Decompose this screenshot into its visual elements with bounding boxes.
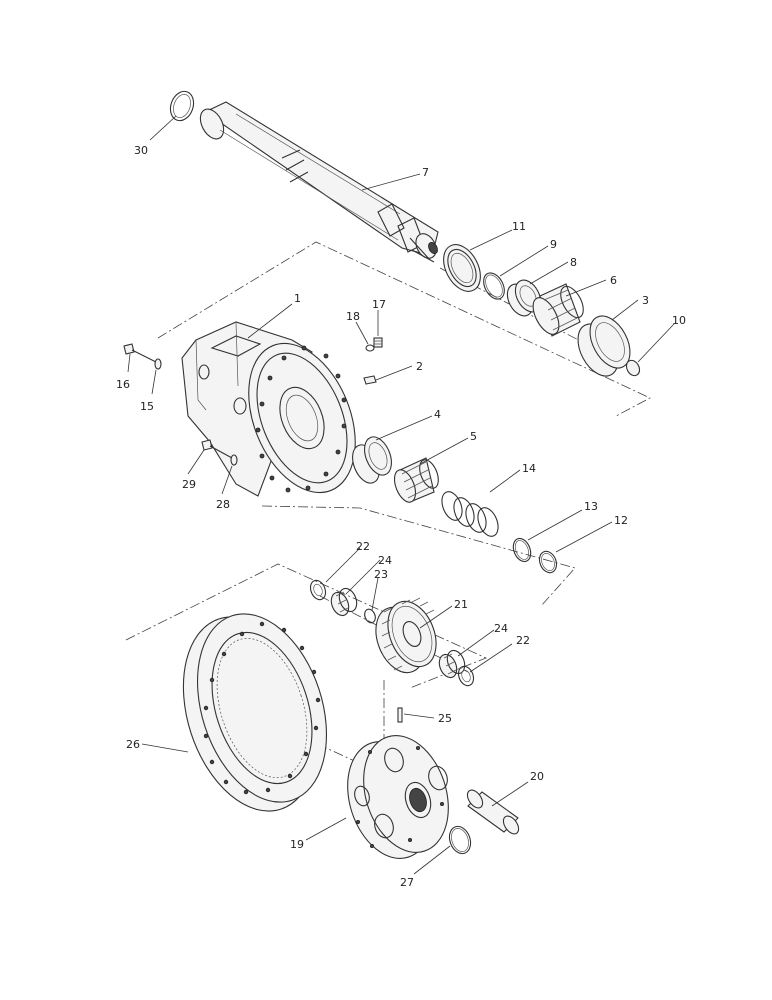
- part-14-shims: [441, 491, 499, 537]
- callout-2: 2: [416, 360, 423, 373]
- part-24-needle-bearing-a: [330, 587, 358, 617]
- part-18-washer: [365, 344, 375, 352]
- part-22-thrust-washer-b: [457, 665, 475, 687]
- part-2-plug: [363, 375, 377, 385]
- callout-17: 17: [372, 298, 386, 311]
- callout-3: 3: [642, 294, 649, 307]
- callout-16: 16: [116, 378, 130, 391]
- part-27-snap-ring: [448, 825, 472, 855]
- callout-23: 23: [374, 568, 388, 581]
- part-5-bearing-cone: [393, 457, 439, 503]
- part-25-roll-pin: [397, 707, 403, 723]
- part-12-snap-ring: [538, 550, 558, 574]
- callout-6: 6: [610, 274, 617, 287]
- callout-11: 11: [512, 220, 526, 233]
- callout-18: 18: [346, 310, 360, 323]
- callout-29: 29: [182, 478, 196, 491]
- part-13-ring: [512, 537, 532, 563]
- part-21-planet-gear: [375, 597, 437, 674]
- callout-1: 1: [294, 292, 301, 305]
- callout-21: 21: [454, 598, 468, 611]
- part-15-washer: [154, 358, 162, 370]
- callout-28: 28: [216, 498, 230, 511]
- assembly-boundary-upper: [157, 241, 651, 417]
- part-10-plug: [625, 359, 641, 377]
- part-1-housing: [181, 321, 356, 497]
- callout-12: 12: [614, 514, 628, 527]
- part-28-washer: [230, 454, 238, 466]
- callout-7: 7: [422, 166, 429, 179]
- callout-4: 4: [434, 408, 441, 421]
- part-11-seal: [443, 244, 481, 292]
- callout-19: 19: [290, 838, 304, 851]
- part-22-thrust-washer-a: [309, 579, 327, 601]
- leader-lines: [127, 115, 675, 875]
- callout-13: 13: [584, 500, 598, 513]
- callout-8: 8: [570, 256, 577, 269]
- part-19-planet-carrier: [347, 735, 449, 859]
- callout-labels: 30 7 11 9 8 6 3 10 1 18 17 2 16 15 4 5 1…: [116, 144, 686, 889]
- part-4-bearing-cup: [352, 436, 392, 484]
- part-23-spacer: [364, 608, 376, 624]
- part-30-snap-ring: [169, 90, 195, 122]
- part-29-bolt: [201, 439, 233, 459]
- callout-15: 15: [140, 400, 154, 413]
- callout-26: 26: [126, 738, 140, 751]
- callout-10: 10: [672, 314, 686, 327]
- callout-25: 25: [438, 712, 452, 725]
- callout-9: 9: [550, 238, 557, 251]
- part-26-ring-gear: [182, 613, 328, 812]
- callout-22-b: 22: [516, 634, 530, 647]
- callout-24-b: 24: [494, 622, 508, 635]
- assembly-boundary-middle: [261, 505, 576, 607]
- part-6-bearing-cone: [532, 283, 584, 337]
- part-17-breather: [373, 337, 383, 348]
- part-9-o-ring: [483, 272, 505, 300]
- part-7-output-shaft: [199, 101, 439, 263]
- callout-22-a: 22: [356, 540, 370, 553]
- callout-14: 14: [522, 462, 536, 475]
- callout-27: 27: [400, 876, 414, 889]
- callout-30: 30: [134, 144, 148, 157]
- callout-20: 20: [530, 770, 544, 783]
- callout-24-a: 24: [378, 554, 392, 567]
- part-20-planet-pin: [466, 789, 520, 835]
- callout-5: 5: [470, 430, 477, 443]
- part-16-bolt: [123, 343, 157, 363]
- part-24-needle-bearing-b: [438, 649, 466, 679]
- part-3-bearing-cup: [577, 315, 631, 377]
